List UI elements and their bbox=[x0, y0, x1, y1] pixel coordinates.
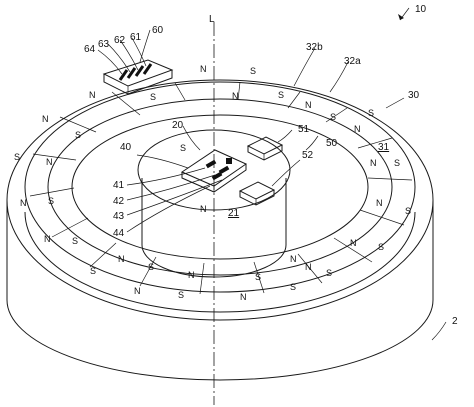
ref-label: 43 bbox=[113, 211, 125, 222]
pole-label: N bbox=[20, 198, 27, 208]
pole-label: N bbox=[376, 198, 383, 208]
ring-band-inner bbox=[71, 114, 369, 260]
pole-label: S bbox=[405, 206, 411, 216]
pole-label: S bbox=[378, 242, 384, 252]
pole-label: S bbox=[14, 152, 20, 162]
ref-label: 61 bbox=[130, 32, 142, 43]
ref-label: 42 bbox=[113, 196, 125, 207]
ref-label: 51 bbox=[298, 124, 310, 135]
ref-label: 44 bbox=[113, 228, 125, 239]
ref-label: 32b bbox=[306, 42, 323, 53]
ref-label: 41 bbox=[113, 180, 125, 191]
pole-labels: N S N S N S N S N S S N S N N S N S N S … bbox=[14, 64, 411, 302]
pole-label: S bbox=[330, 112, 336, 122]
pole-label: N bbox=[370, 158, 377, 168]
pole-label: S bbox=[90, 266, 96, 276]
ref-label: 10 bbox=[415, 4, 427, 15]
axis-label: L bbox=[209, 14, 215, 25]
pole-label: S bbox=[180, 143, 186, 153]
inner-cylinder-top bbox=[137, 129, 291, 211]
pole-label: S bbox=[148, 262, 154, 272]
pole-label: N bbox=[42, 114, 49, 124]
pole-label: N bbox=[354, 124, 361, 134]
sensor-chip-elements bbox=[205, 158, 232, 181]
pole-label: N bbox=[134, 286, 141, 296]
ref-label: 64 bbox=[84, 44, 96, 55]
pole-label: N bbox=[240, 292, 247, 302]
ref-label: 62 bbox=[114, 35, 126, 46]
component-60-pins bbox=[118, 63, 153, 81]
pole-label: S bbox=[72, 236, 78, 246]
pole-label: S bbox=[394, 158, 400, 168]
ref-label: 50 bbox=[326, 138, 338, 149]
pole-label: S bbox=[255, 272, 261, 282]
ref-label: 21 bbox=[228, 208, 240, 219]
pole-label: S bbox=[278, 90, 284, 100]
ref-label: 63 bbox=[98, 39, 110, 50]
pole-label: S bbox=[368, 108, 374, 118]
ring-band-middle bbox=[47, 98, 393, 276]
pole-label: S bbox=[75, 130, 81, 140]
pole-label: N bbox=[44, 234, 51, 244]
pole-label: N bbox=[200, 204, 207, 214]
ref-label: 52 bbox=[302, 150, 314, 161]
pole-label: N bbox=[200, 64, 207, 74]
ring-band-outer bbox=[24, 81, 416, 293]
pole-label: N bbox=[305, 262, 312, 272]
pole-label: N bbox=[46, 157, 53, 167]
component-51 bbox=[246, 136, 284, 155]
ref-label: 32a bbox=[344, 56, 361, 67]
pole-label: S bbox=[178, 290, 184, 300]
ref-label: 30 bbox=[408, 90, 420, 101]
pole-label: N bbox=[188, 270, 195, 280]
pole-label: N bbox=[350, 238, 357, 248]
ref-label: 60 bbox=[152, 25, 164, 36]
ref-10-arrow bbox=[398, 14, 404, 20]
ring-band-front-edge bbox=[24, 211, 416, 313]
pole-label: N bbox=[290, 254, 297, 264]
pole-label: S bbox=[250, 66, 256, 76]
ref-label: 31 bbox=[378, 142, 390, 153]
ref-label: 20 bbox=[172, 120, 184, 131]
ref-label: 40 bbox=[120, 142, 132, 153]
segment-dividers bbox=[29, 81, 413, 295]
outer-cylinder-wall bbox=[6, 200, 434, 381]
pole-label: N bbox=[232, 91, 239, 101]
inner-cylinder-wall bbox=[141, 178, 287, 278]
pole-label: S bbox=[290, 282, 296, 292]
pole-label: N bbox=[305, 100, 312, 110]
pole-label: S bbox=[48, 196, 54, 206]
pole-label: N bbox=[118, 254, 125, 264]
pole-label: N bbox=[89, 90, 96, 100]
ref-label: 2 bbox=[452, 316, 458, 327]
outer-ring-top-edge bbox=[6, 79, 434, 321]
pole-label: S bbox=[150, 92, 156, 102]
component-52 bbox=[238, 181, 276, 200]
leader-lines bbox=[97, 7, 447, 341]
pole-label: S bbox=[326, 268, 332, 278]
reference-labels: L 10 60 64 63 62 61 32b 32a 30 20 51 50 … bbox=[84, 4, 458, 327]
